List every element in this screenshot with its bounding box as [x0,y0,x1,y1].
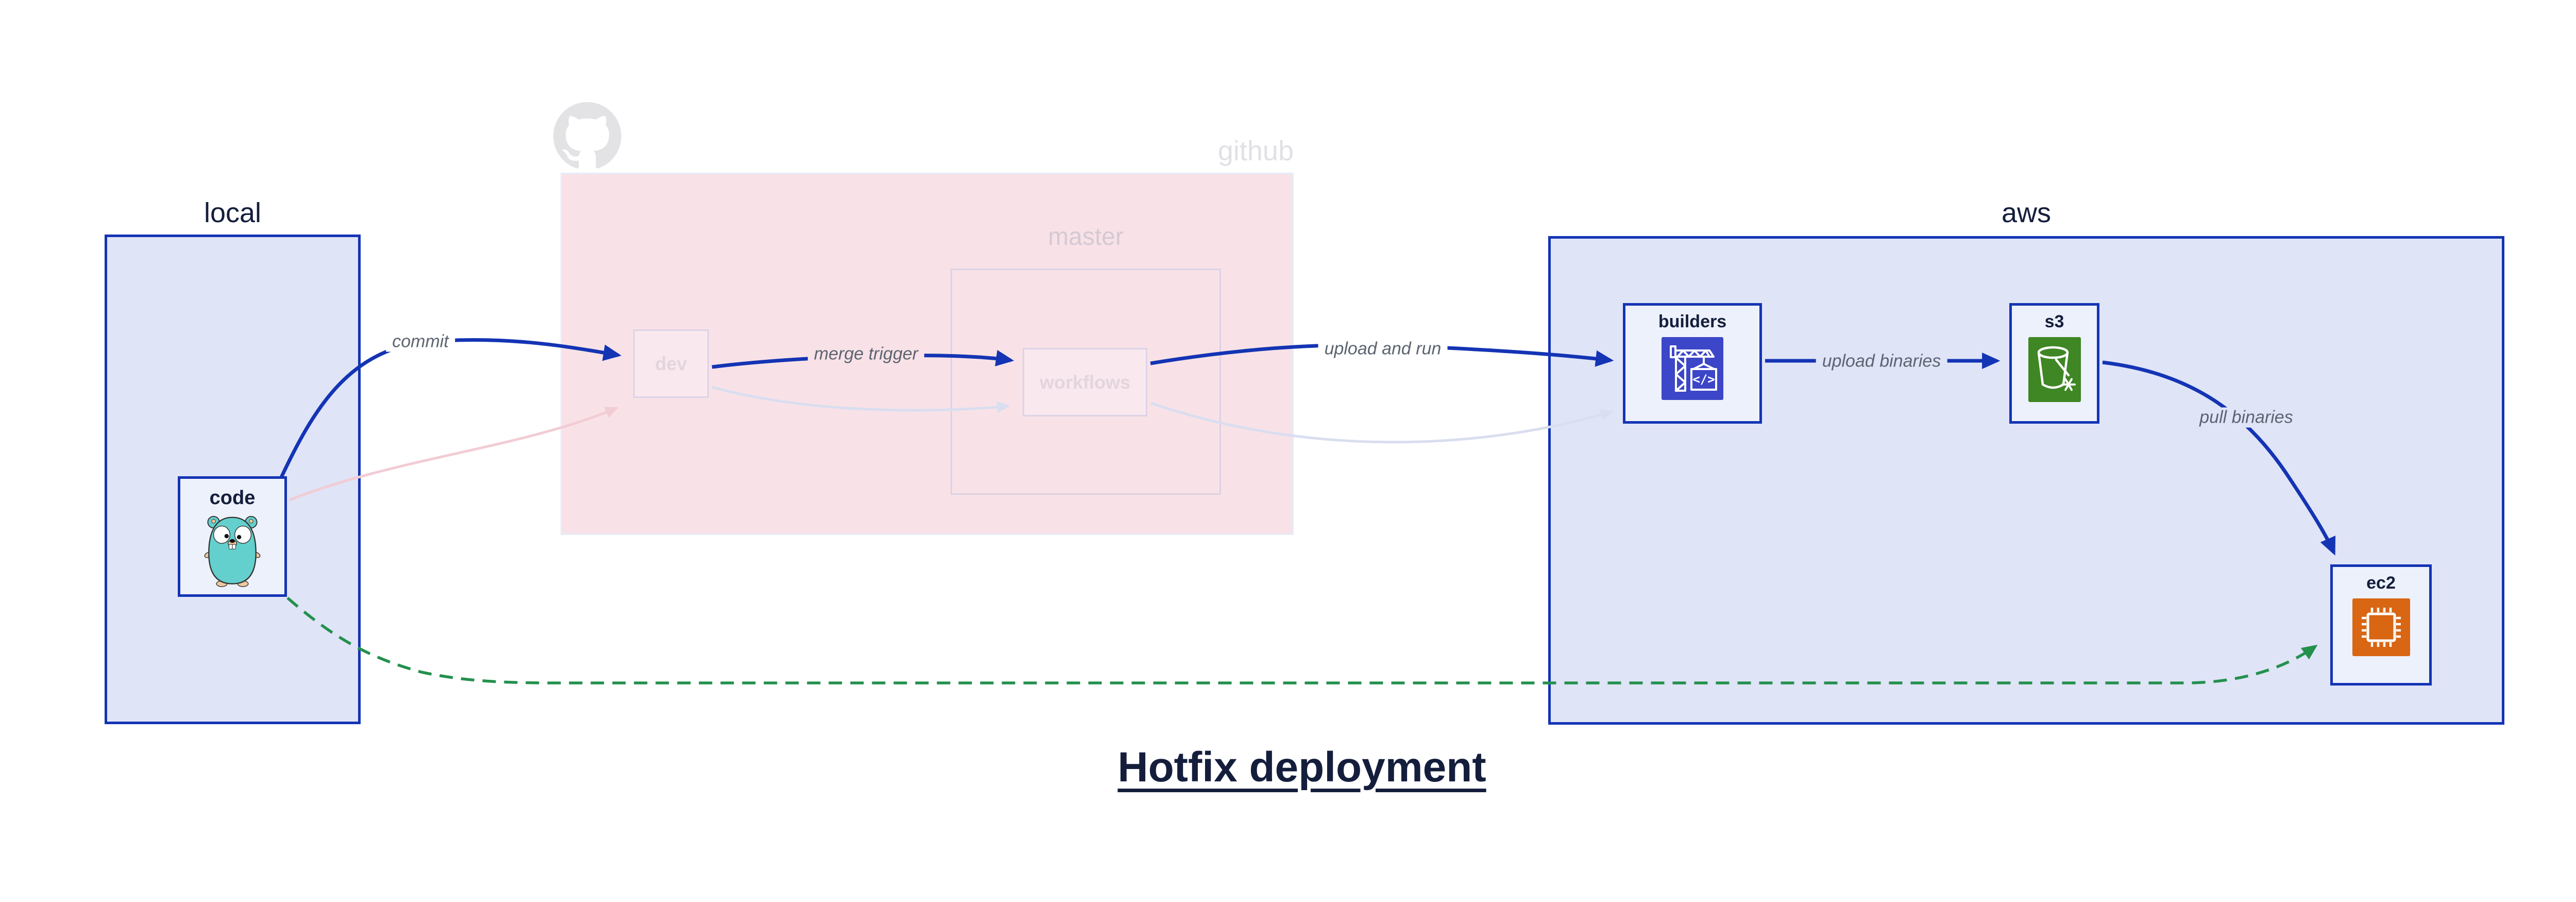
master-branch-box [951,269,1221,495]
node-s3: s3 [2009,303,2099,424]
go-gopher-icon [204,515,261,587]
node-code-label: code [209,487,256,509]
node-dev: dev [633,329,709,398]
codebuild-crane-icon: </> [1662,337,1723,400]
node-workflows-label: workflows [1039,371,1131,393]
node-workflows: workflows [1023,348,1147,416]
octocat-icon [553,102,621,169]
edge-label-pull-binaries: pull binaries [2193,407,2299,428]
node-ec2: ec2 [2330,564,2432,686]
edge-label-merge-trigger: merge trigger [807,344,925,364]
aws-region-label: aws [2001,197,2052,228]
local-region-label: local [204,197,262,228]
node-builders-label: builders [1658,312,1727,331]
github-region-label: github [1217,136,1294,166]
edge-label-upload-binaries: upload binaries [1816,351,1947,372]
edge-label-upload-and-run: upload and run [1318,339,1448,359]
node-s3-label: s3 [2044,312,2064,331]
svg-text:</>: </> [1692,372,1715,387]
node-ec2-label: ec2 [2366,573,2396,593]
s3-bucket-icon [2028,337,2081,402]
node-code: code [178,476,287,597]
edge-label-commit: commit [386,331,455,352]
ec2-chip-icon [2352,598,2410,656]
node-builders: builders </> [1623,303,1762,424]
master-branch-label: master [1048,223,1124,250]
node-dev-label: dev [655,353,687,374]
page-title: Hotfix deployment [1117,744,1486,791]
